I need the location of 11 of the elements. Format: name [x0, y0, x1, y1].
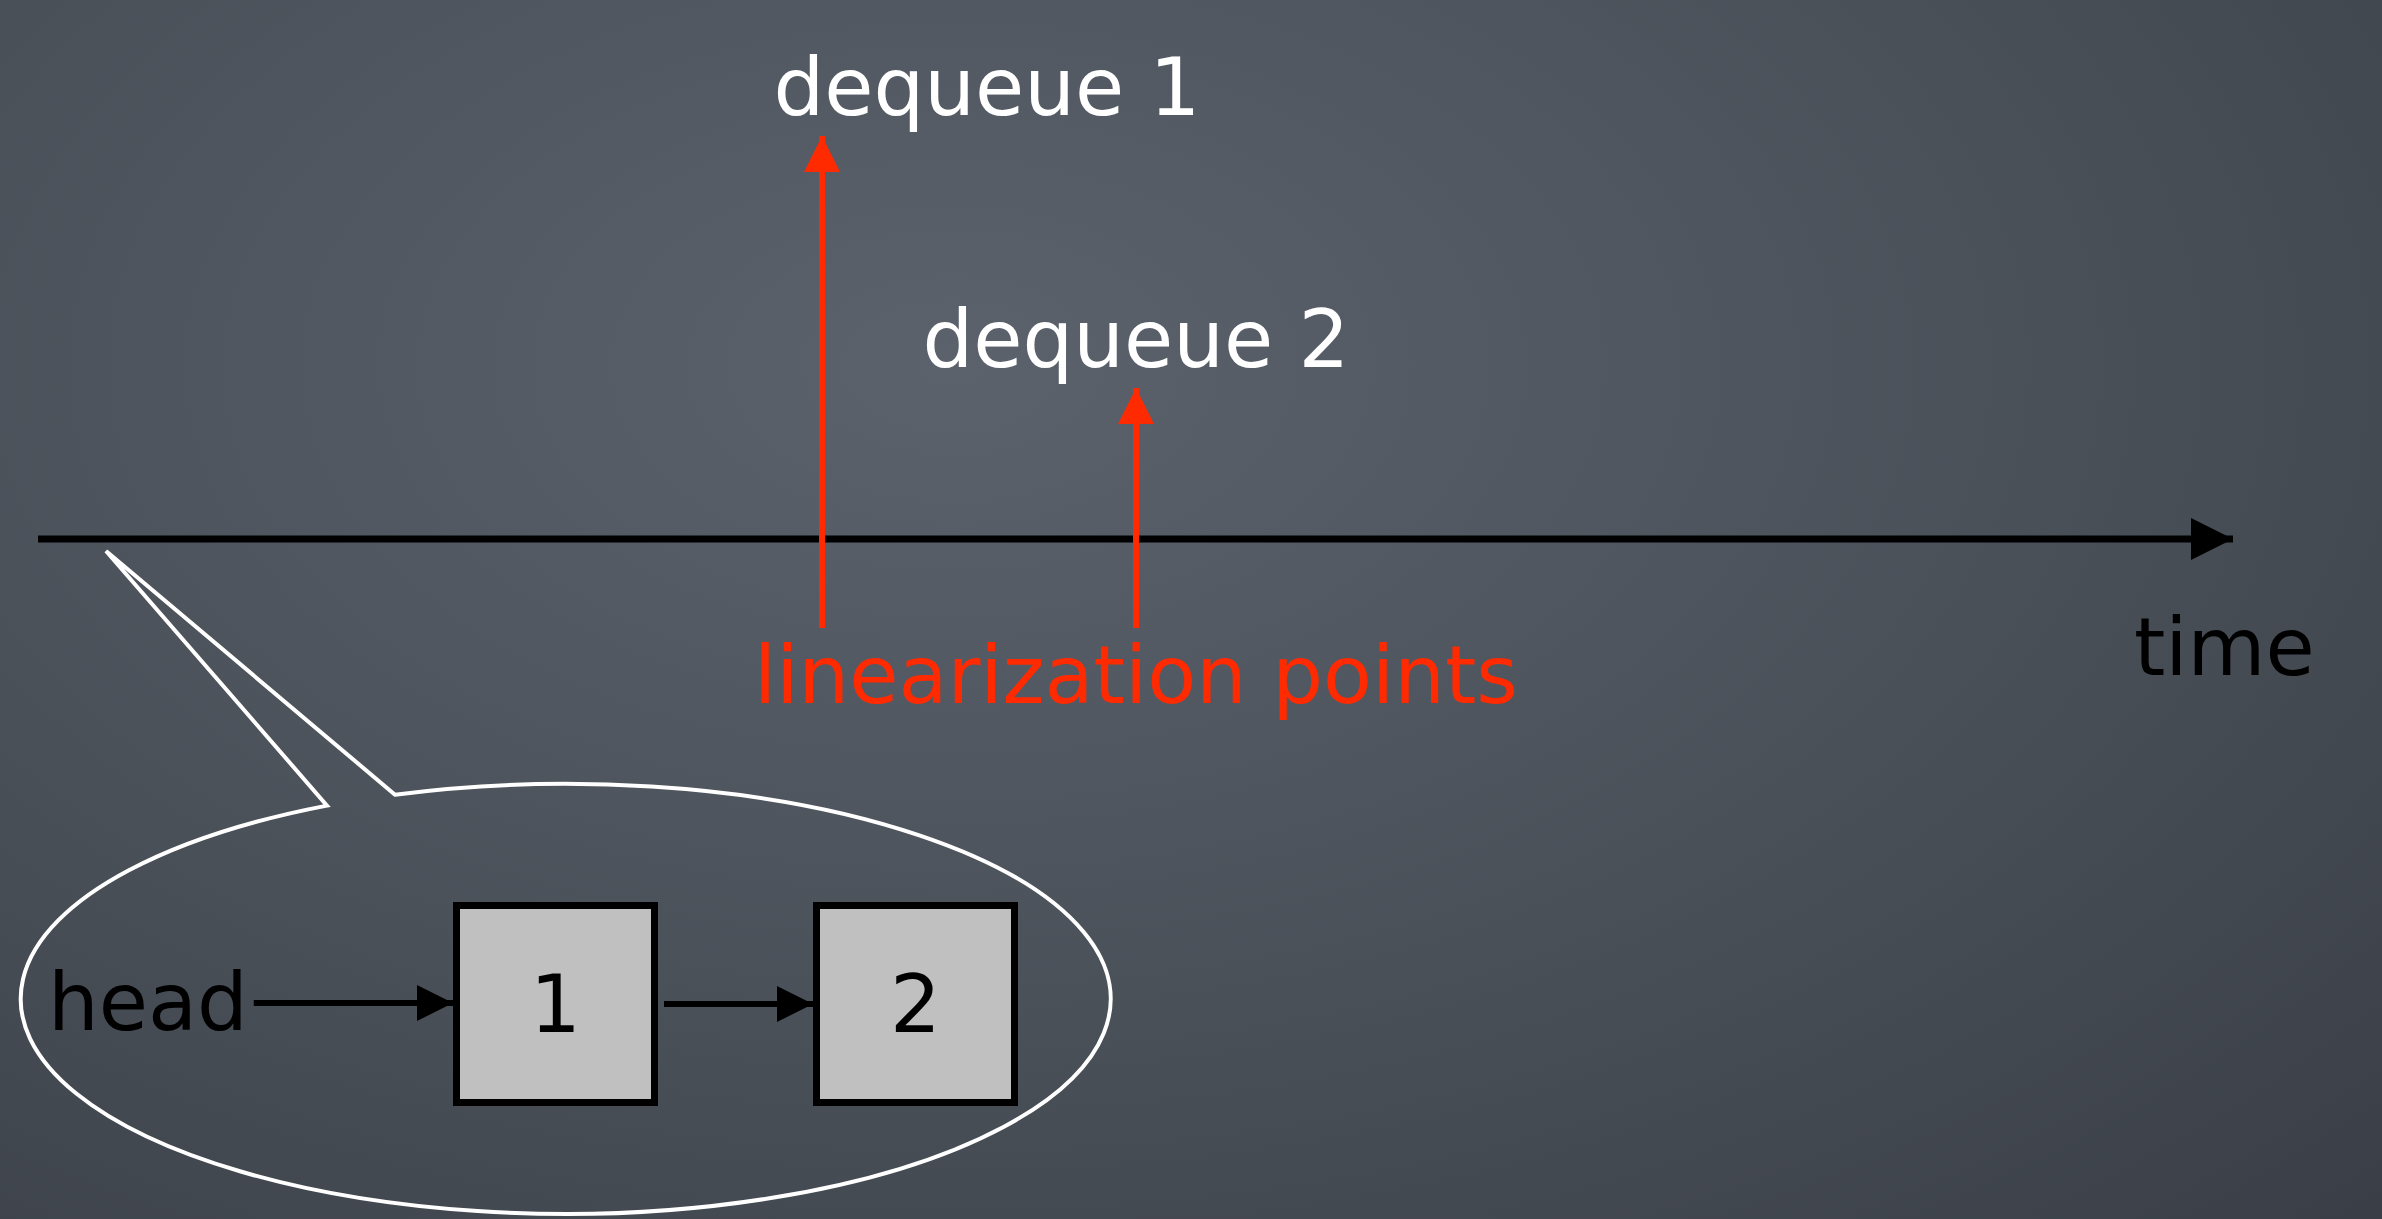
arrow: [253, 985, 453, 1021]
list-node: 1: [453, 902, 658, 1106]
axis-label: time: [2134, 600, 2315, 696]
arrow: [804, 136, 840, 628]
pointer-label: head: [48, 955, 248, 1051]
annotation-text: linearization points: [754, 628, 1518, 724]
operation-label: dequeue 1: [773, 40, 1201, 136]
operation-label: dequeue 2: [922, 292, 1350, 388]
arrow: [664, 986, 813, 1022]
list-node: 2: [813, 902, 1018, 1106]
arrow: [1118, 388, 1154, 628]
